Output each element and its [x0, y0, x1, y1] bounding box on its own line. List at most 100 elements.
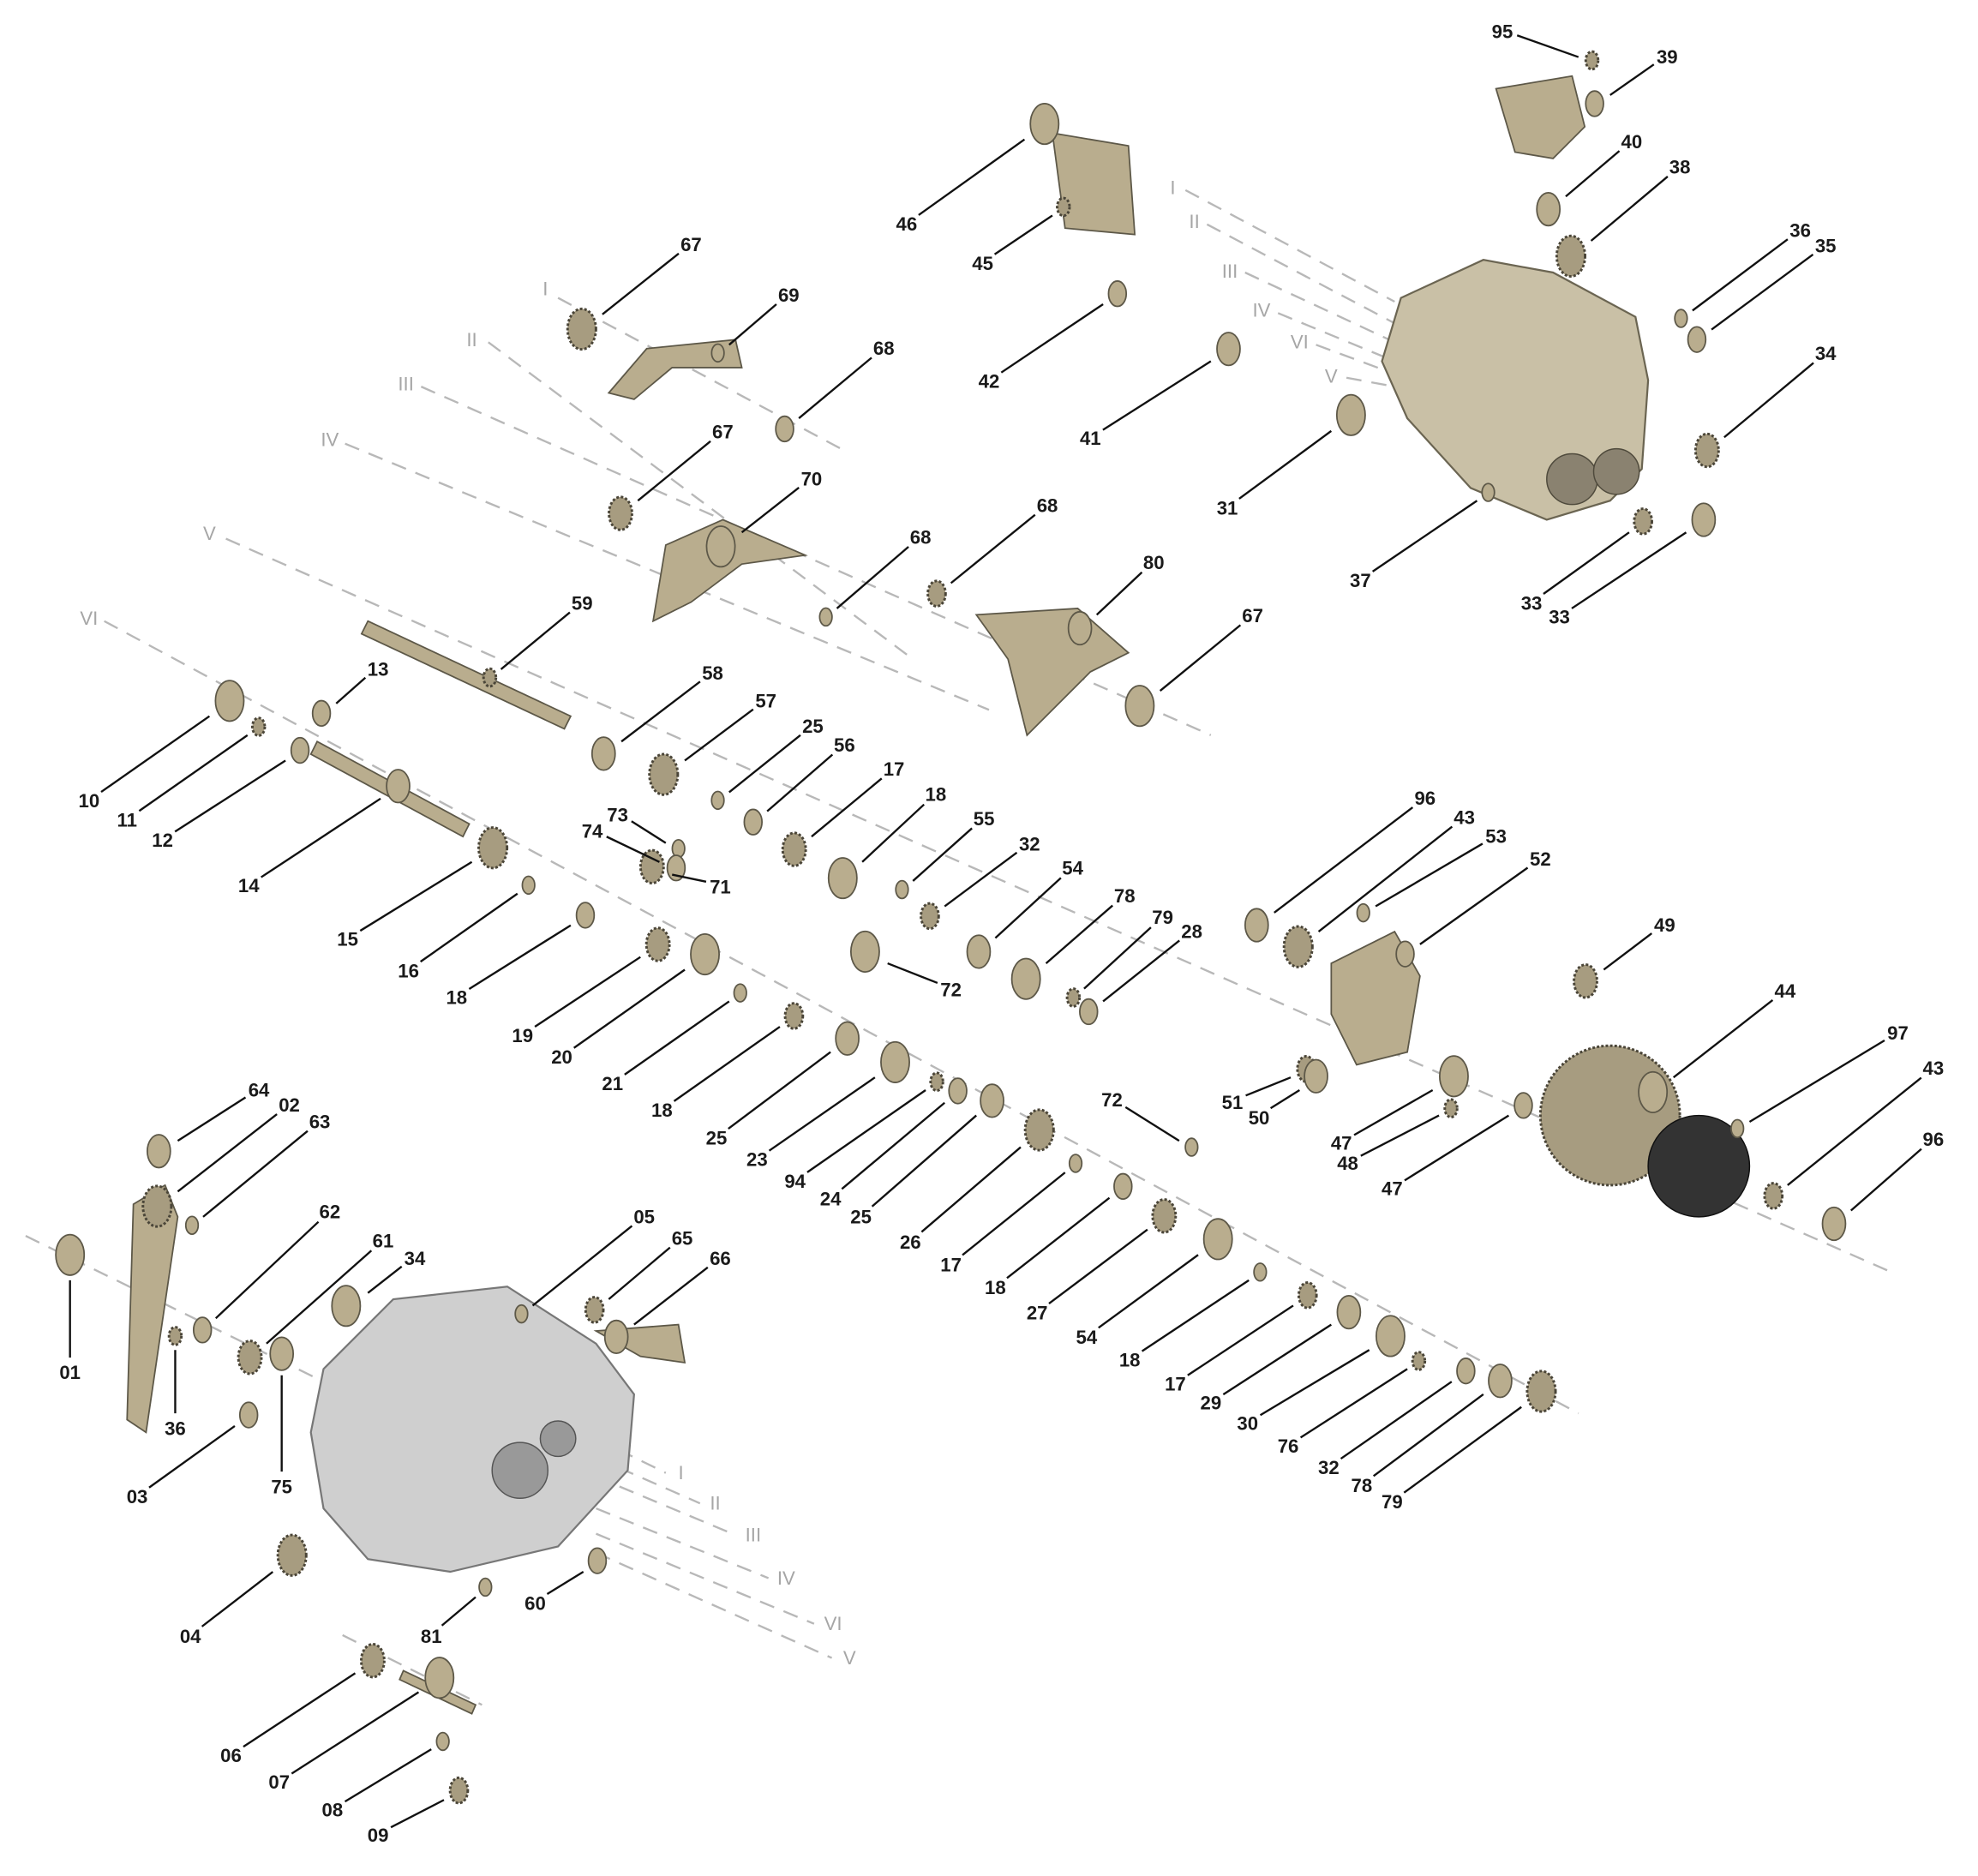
callout-54: 54	[1076, 1327, 1098, 1348]
leader-line	[1516, 34, 1579, 58]
callout-07: 07	[268, 1771, 290, 1793]
callout-48: 48	[1337, 1153, 1358, 1174]
part-38	[1555, 234, 1587, 279]
shift-fork-69	[607, 339, 743, 400]
callout-36: 36	[165, 1417, 186, 1439]
part-55	[895, 879, 909, 900]
leader-line	[633, 1266, 709, 1326]
callout-56: 56	[834, 734, 855, 756]
leader-line	[534, 956, 641, 1028]
part-26	[1023, 1108, 1055, 1152]
input-shaft-59	[360, 620, 572, 730]
callout-25: 25	[850, 1206, 872, 1227]
leader-line	[1609, 63, 1655, 96]
callout-74: 74	[582, 821, 603, 842]
callout-31: 31	[1217, 497, 1238, 518]
part-33	[1691, 502, 1717, 537]
leader-line	[1403, 1406, 1522, 1494]
part-44	[1638, 1070, 1669, 1113]
axis-label: I	[679, 1462, 684, 1483]
callout-18: 18	[926, 784, 947, 806]
callout-68: 68	[873, 338, 895, 359]
leader-line	[768, 1076, 876, 1152]
part-31	[1335, 393, 1366, 436]
callout-26: 26	[900, 1232, 921, 1253]
part-54	[966, 934, 992, 969]
leader-line	[344, 1748, 432, 1803]
part-30	[1375, 1315, 1406, 1358]
leader-line	[673, 1026, 781, 1102]
callout-80: 80	[1143, 552, 1165, 573]
part-79	[1525, 1370, 1557, 1413]
axis-label: IV	[777, 1567, 795, 1589]
callout-01: 01	[59, 1362, 81, 1383]
leader-line	[1102, 360, 1212, 431]
leader-line	[138, 734, 249, 812]
part-65	[584, 1296, 605, 1324]
callout-97: 97	[1887, 1022, 1909, 1044]
callout-45: 45	[972, 253, 993, 274]
leader-line	[1098, 1254, 1199, 1329]
callout-37: 37	[1350, 570, 1371, 591]
axis-label: VI	[824, 1613, 842, 1634]
axis-line	[1184, 189, 1395, 303]
part-28	[1079, 998, 1099, 1026]
axis-label: III	[398, 374, 413, 395]
leader-line	[606, 836, 660, 863]
part-79	[1065, 987, 1082, 1008]
part-40	[1536, 191, 1561, 227]
shift-tower-40	[1495, 75, 1586, 159]
callout-34: 34	[1815, 343, 1837, 364]
callout-63: 63	[309, 1111, 331, 1132]
part-15	[477, 826, 509, 870]
leader-line	[266, 1250, 373, 1345]
part-25	[980, 1083, 1004, 1118]
part-75	[269, 1336, 295, 1371]
callout-62: 62	[320, 1201, 341, 1222]
callout-13: 13	[368, 658, 389, 680]
part-36	[1674, 309, 1688, 328]
leader-line	[148, 1424, 236, 1489]
part-78	[1488, 1364, 1513, 1399]
part-47	[1513, 1092, 1533, 1119]
part-53	[1356, 902, 1370, 923]
callout-96: 96	[1414, 788, 1436, 809]
callout-23: 23	[746, 1149, 768, 1171]
part-52	[1395, 940, 1415, 968]
part-60	[587, 1547, 608, 1574]
leader-line	[572, 968, 686, 1049]
callout-33: 33	[1521, 592, 1543, 614]
part-17	[781, 831, 807, 867]
callout-17: 17	[1165, 1374, 1186, 1395]
leader-line	[602, 252, 680, 315]
callout-18: 18	[1119, 1349, 1141, 1370]
part-68	[775, 415, 794, 443]
part-68	[926, 579, 947, 608]
callout-72: 72	[940, 980, 962, 1001]
callout-25: 25	[802, 716, 824, 737]
part-94	[929, 1071, 944, 1093]
callout-18: 18	[446, 986, 467, 1008]
callout-42: 42	[979, 371, 1000, 393]
leader-line	[841, 1101, 945, 1190]
callout-11: 11	[117, 809, 137, 830]
leader-line	[950, 513, 1036, 584]
leader-line	[811, 777, 883, 838]
part-34	[331, 1285, 362, 1328]
part-43	[1763, 1182, 1784, 1210]
leader-line	[993, 214, 1053, 255]
axis-line	[104, 620, 1579, 1415]
part-02	[141, 1184, 173, 1228]
part-32	[1456, 1358, 1476, 1385]
leader-line	[1083, 926, 1152, 990]
callout-18: 18	[985, 1277, 1006, 1298]
callout-59: 59	[572, 592, 593, 614]
leader-line	[500, 611, 571, 670]
part-70	[705, 525, 736, 568]
callout-95: 95	[1492, 21, 1513, 42]
leader-line	[335, 676, 367, 704]
leader-line	[728, 303, 777, 346]
axis-label: II	[710, 1493, 720, 1514]
callout-36: 36	[1789, 220, 1811, 242]
